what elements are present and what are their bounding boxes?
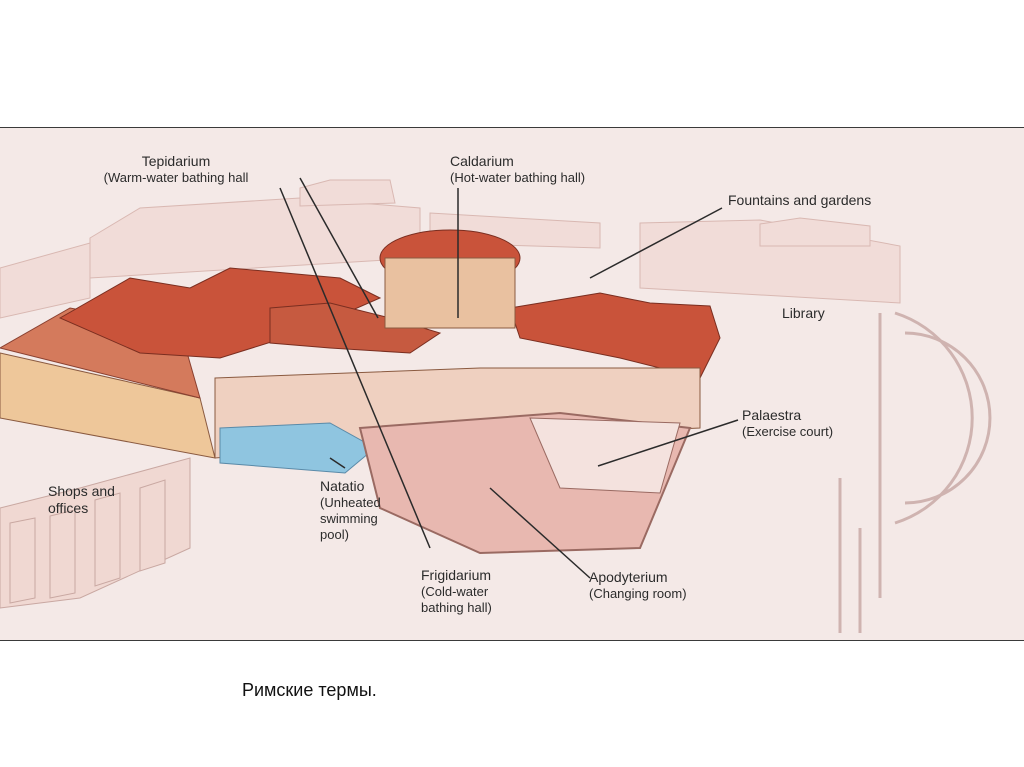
frigidarium-line3: bathing hall)	[421, 600, 492, 615]
right-roofs	[509, 292, 721, 379]
natatio-line2: (Unheated	[320, 495, 381, 510]
shops-line1: Shops and	[48, 483, 115, 499]
natatio-line4: pool)	[320, 527, 349, 542]
apodyterium-label: Apodyterium (Changing room)	[589, 569, 687, 602]
library-name: Library	[782, 305, 825, 321]
tepidarium-label: Tepidarium (Warm-water bathing hall	[72, 153, 280, 186]
natatio-line1: Natatio	[320, 478, 365, 494]
shops-line2: offices	[48, 500, 89, 516]
caldarium-label: Caldarium (Hot-water bathing hall)	[450, 153, 585, 186]
roman-baths-illustration: Tepidarium (Warm-water bathing hall Cald…	[0, 127, 1024, 641]
slide-caption: Римские термы.	[242, 680, 377, 700]
background-buildings	[0, 179, 901, 319]
caldarium-drum	[384, 257, 516, 329]
natatio-label: Natatio (Unheated swimming pool)	[320, 478, 381, 543]
center-roofs	[269, 302, 442, 354]
frigidarium-label: Frigidarium (Cold-water bathing hall)	[421, 567, 492, 616]
natatio-pool	[219, 422, 376, 474]
shops-structure	[0, 457, 191, 609]
frigidarium-line2: (Cold-water	[421, 584, 489, 599]
palaestra-court	[529, 417, 681, 494]
leader-lines	[279, 177, 739, 579]
baths-drawing	[0, 177, 992, 633]
palaestra-desc: (Exercise court)	[742, 424, 834, 439]
apodyterium-desc: (Changing room)	[589, 586, 687, 601]
frigidarium-line1: Frigidarium	[421, 567, 492, 583]
caldarium-name: Caldarium	[450, 153, 514, 169]
natatio-line3: swimming	[320, 511, 378, 526]
caldarium-desc: (Hot-water bathing hall)	[450, 170, 586, 185]
library-label: Library	[782, 305, 825, 322]
main-complex	[0, 229, 721, 555]
apodyterium-name: Apodyterium	[589, 569, 668, 585]
fountains-name: Fountains and gardens	[728, 192, 872, 208]
tepidarium-desc: (Warm-water bathing hall	[103, 170, 249, 185]
tepidarium-name: Tepidarium	[141, 153, 211, 169]
fountains-label: Fountains and gardens	[728, 192, 871, 209]
left-roofs	[58, 267, 382, 359]
palaestra-label: Palaestra (Exercise court)	[742, 407, 833, 440]
palaestra-name: Palaestra	[742, 407, 802, 423]
library-plan	[838, 311, 992, 633]
shops-label: Shops and offices	[48, 483, 115, 517]
